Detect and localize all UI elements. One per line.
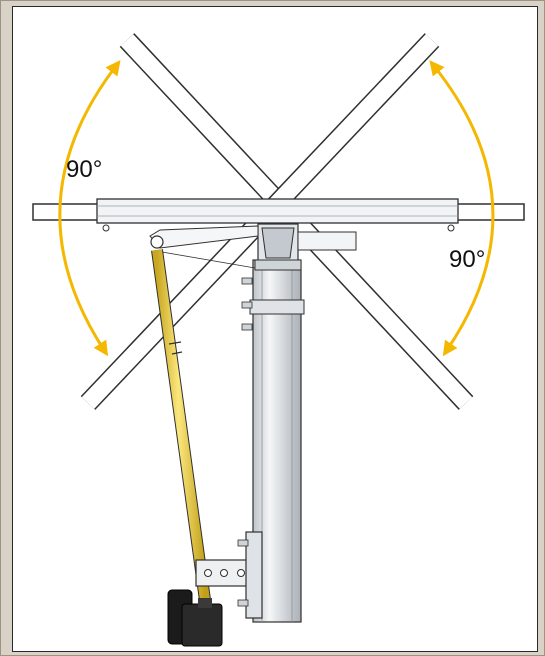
actuator-link: [149, 225, 259, 269]
rotation-arrow-left: [58, 60, 121, 357]
linear-actuator: [151, 249, 211, 601]
pivot-head: [254, 223, 357, 271]
rotation-arrow-right: [429, 60, 495, 357]
actuator-motor: [167, 589, 223, 647]
mounting-bracket: [195, 531, 263, 619]
angle-label-left: 90°: [66, 156, 103, 183]
horizontal-panel: [32, 198, 525, 232]
angle-label-right: 90°: [449, 246, 486, 273]
